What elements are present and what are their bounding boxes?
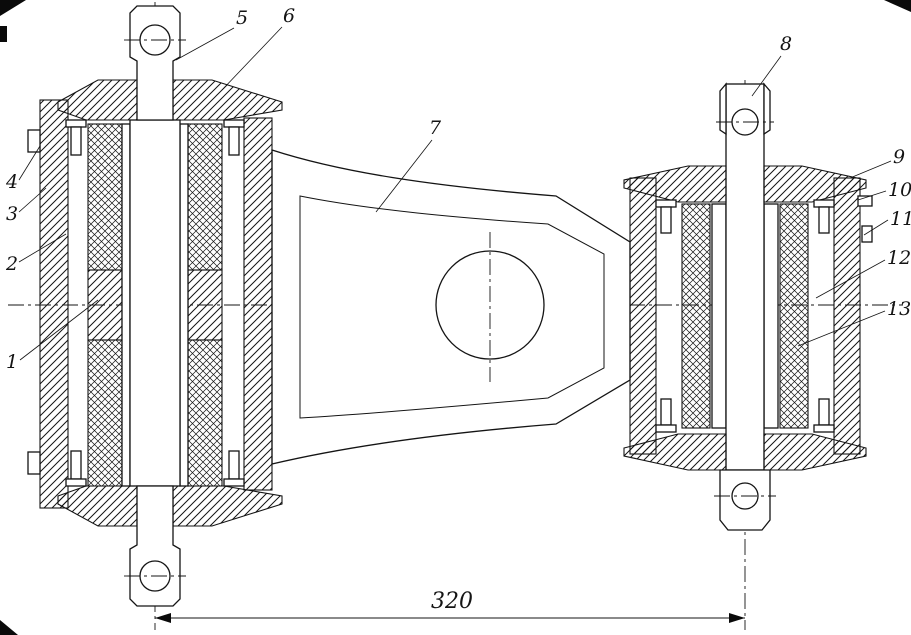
callout-3-leader: [18, 187, 47, 213]
artifact-top-left: [0, 0, 26, 16]
artifact-top-right: [884, 0, 911, 12]
left-rubber-bushing-upper-left: [87, 123, 123, 271]
dimension-arrow-right: [729, 613, 745, 623]
left-rubber-bushing-upper-right: [187, 123, 223, 271]
callout-3-label: 3: [6, 203, 18, 225]
callout-11-label: 11: [890, 208, 911, 230]
right-housing-wall-left: [629, 177, 657, 455]
dimension-arrow-left: [155, 613, 171, 623]
callout-13-label: 13: [887, 298, 911, 320]
right-side-tab-lower: [861, 225, 873, 243]
left-pin-shaft: [129, 119, 181, 487]
left-bottom-cap-right: [172, 485, 283, 527]
callout-13-leader: [797, 310, 886, 347]
callout-12-leader: [815, 259, 886, 299]
right-top-cap-left: [623, 165, 727, 203]
left-housing-wall-right: [243, 117, 273, 491]
callout-11-leader: [863, 219, 889, 236]
left-inner-sleeve-left: [121, 123, 131, 487]
right-inner-sleeve-left: [711, 203, 727, 429]
arm-inner-contour: [299, 195, 605, 419]
callout-6-leader: [221, 26, 283, 91]
callout-2-label: 2: [5, 253, 18, 275]
callout-7-leader: [375, 139, 433, 213]
callout-6-label: 6: [283, 5, 295, 27]
right-top-pin-wing-right: [763, 82, 771, 136]
callout-10-label: 10: [888, 179, 911, 201]
callout-8-label: 8: [780, 33, 792, 55]
right-top-pin-wing-left: [719, 82, 727, 136]
left-top-cap-left: [57, 79, 138, 121]
callout-1-leader: [19, 299, 99, 361]
right-rubber-bushing-right: [779, 203, 809, 429]
arm-hole: [435, 250, 545, 360]
callout-5-label: 5: [236, 7, 248, 29]
artifact-left-edge: [0, 26, 7, 42]
left-bottom-cap-left: [57, 485, 138, 527]
left-housing-wall-left: [39, 99, 69, 509]
callout-10-leader: [857, 190, 887, 201]
left-top-pin: [129, 5, 181, 121]
dimension-label: 320: [431, 589, 473, 614]
left-center-spacer-right: [187, 269, 223, 341]
left-top-cap-right: [172, 79, 283, 121]
left-center-spacer-left: [87, 269, 123, 341]
left-clamp-bolt-upper: [27, 129, 41, 153]
callout-9-label: 9: [893, 146, 905, 168]
artifact-bottom-left: [0, 620, 18, 635]
right-side-tab-upper: [857, 195, 873, 207]
callout-9-leader: [849, 160, 892, 179]
callout-7-label: 7: [429, 117, 442, 139]
callout-5-leader: [175, 27, 235, 61]
left-inner-sleeve-right: [179, 123, 189, 487]
right-bottom-cap-left: [623, 433, 727, 471]
left-rubber-bushing-lower-left: [87, 339, 123, 487]
right-pin-shaft: [725, 83, 765, 471]
right-studs: [655, 199, 835, 433]
callouts: 1 2 3 4 5 6 7 8 9 10 11 12 13: [5, 5, 911, 373]
right-housing-wall-right: [833, 177, 861, 455]
callout-2-leader: [18, 233, 67, 263]
callout-12-label: 12: [887, 247, 911, 269]
left-studs: [65, 119, 245, 487]
callout-1-label: 1: [6, 351, 18, 373]
left-rubber-bushing-lower-right: [187, 339, 223, 487]
right-top-cap-right: [763, 165, 867, 203]
dimension-320: 320: [155, 589, 745, 623]
callout-4-label: 4: [5, 171, 18, 193]
callout-4-leader: [18, 145, 41, 181]
right-inner-sleeve-right: [763, 203, 779, 429]
connecting-arm: [271, 149, 631, 465]
right-rubber-bushing-left: [681, 203, 711, 429]
callout-8-leader: [751, 55, 782, 97]
left-joint-assembly: [27, 5, 283, 607]
right-joint-assembly: [623, 82, 873, 531]
left-clamp-bolt-lower: [27, 451, 41, 475]
